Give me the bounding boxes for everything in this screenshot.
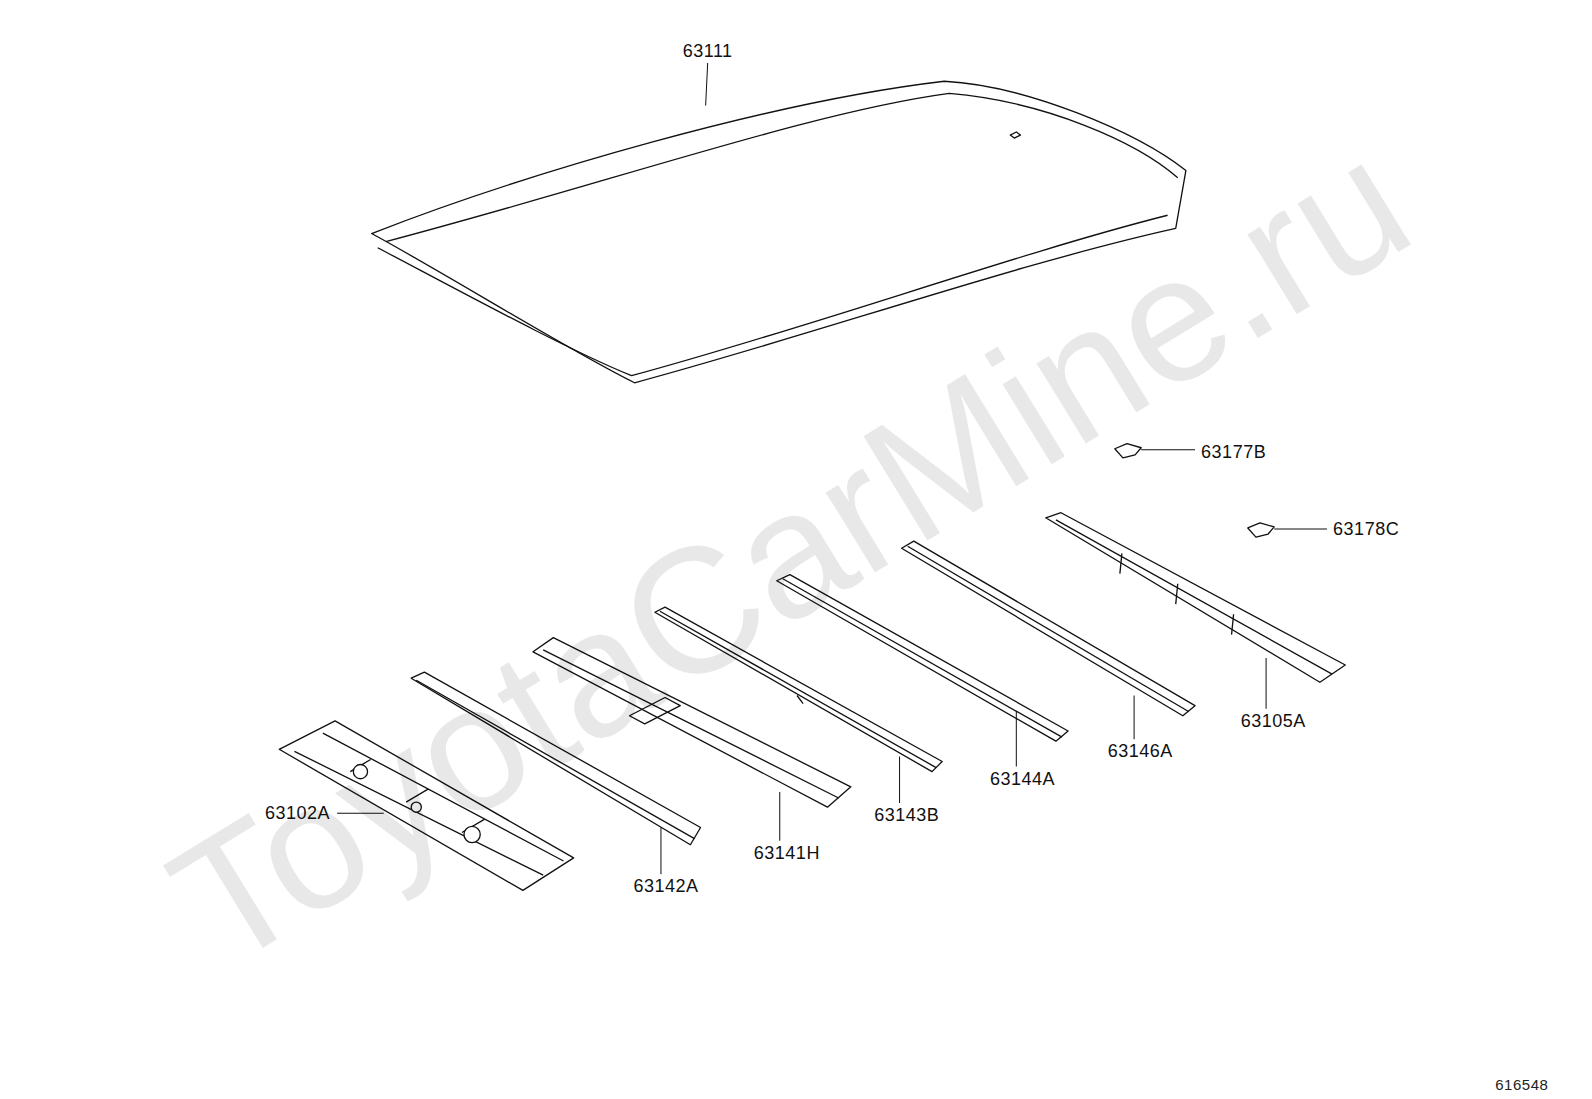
leader-line [1141, 449, 1195, 450]
callout-number: 63142A [634, 877, 699, 895]
callout-number: 63105A [1241, 712, 1306, 730]
callout-number: 63178C [1333, 520, 1399, 538]
callout-number: 63141H [754, 844, 820, 862]
callout-number: 63146A [1108, 742, 1173, 760]
rail-hole [353, 765, 367, 779]
callout-number: 63177B [1201, 443, 1266, 461]
callout-number: 63102A [265, 804, 330, 822]
roof-bow [777, 575, 1068, 742]
leader-line [706, 63, 708, 106]
rail-hole [411, 802, 421, 812]
roof-edge [386, 93, 1178, 241]
leader-line [1016, 711, 1017, 767]
plate [1248, 523, 1274, 537]
roof-edge [378, 215, 1168, 375]
roof-panel [372, 81, 1186, 383]
rail-detail [294, 733, 563, 875]
roof-panel-rear [1046, 513, 1346, 683]
leader-line [1134, 695, 1135, 739]
rail-detail [1056, 520, 1332, 674]
roof-bow [533, 638, 851, 808]
leader-line [1266, 658, 1267, 709]
leader-line [1274, 528, 1327, 529]
rail-detail [783, 579, 1062, 737]
leader-line [779, 792, 780, 841]
diagram-id: 616548 [1495, 1077, 1548, 1092]
watermark: ToyotaCarMine.ru [145, 110, 1436, 996]
roof-bow [655, 607, 942, 771]
callout-number: 63144A [990, 770, 1055, 788]
plate [1115, 444, 1141, 458]
rail-hole [464, 826, 480, 842]
leader-line [660, 827, 661, 874]
callout-number: 63111 [683, 42, 733, 60]
roof-mark [1010, 132, 1020, 138]
leader-line [899, 756, 900, 803]
rail-detail [543, 650, 838, 798]
leader-line [337, 813, 384, 814]
callout-number: 63143B [874, 806, 939, 824]
